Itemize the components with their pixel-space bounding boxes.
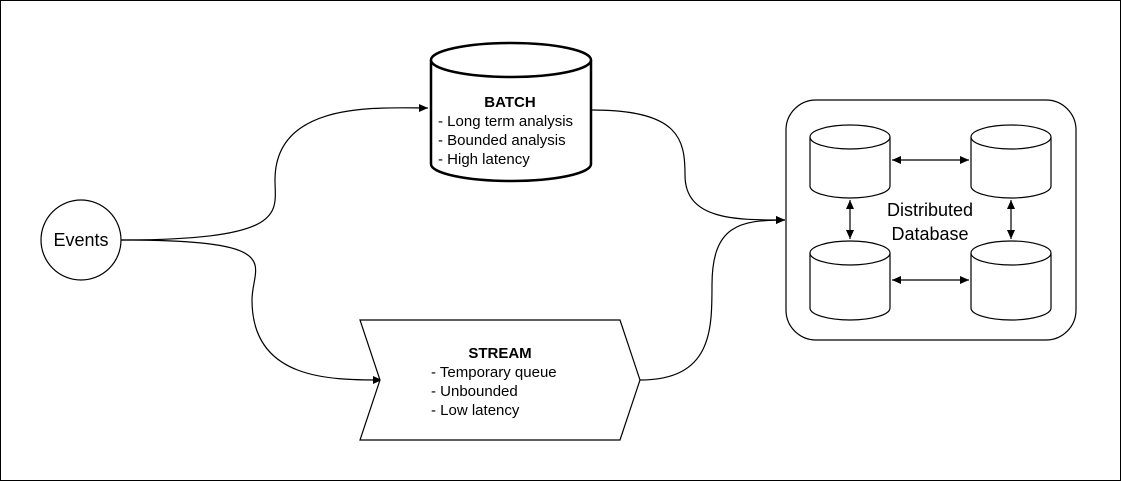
connector-events-to-batch [119,103,429,241]
connector-events-to-stream [119,239,383,384]
distributed-database: Distributed Database [785,99,1077,341]
database-label-line2: Database [891,224,968,244]
stream-node: STREAM - Temporary queue - Unbounded - L… [359,319,641,441]
batch-title: BATCH [484,94,535,111]
stream-title: STREAM [468,345,531,362]
stream-item: - Unbounded [431,383,518,400]
database-node-bottom-right [970,240,1052,321]
database-node-bottom-left [809,240,891,321]
batch-cylinder-body [429,60,593,183]
batch-item: - Bounded analysis [438,132,566,149]
database-label-line1: Distributed [887,200,973,220]
events-circle [40,199,122,281]
batch-node: BATCH - Long term analysis - Bounded ana… [429,41,593,183]
connector-stream-to-database [639,216,786,381]
batch-item: - Long term analysis [438,113,573,130]
stream-shape [359,319,641,441]
batch-item: - High latency [438,151,530,168]
events-node: Events [40,199,122,281]
database-node-top-left [809,124,891,199]
connector-batch-to-database [591,109,786,224]
stream-item: - Low latency [431,402,520,419]
stream-item: - Temporary queue [431,364,557,381]
batch-cylinder-top [429,41,593,79]
events-label: Events [53,230,108,250]
database-node-top-right [970,124,1052,199]
